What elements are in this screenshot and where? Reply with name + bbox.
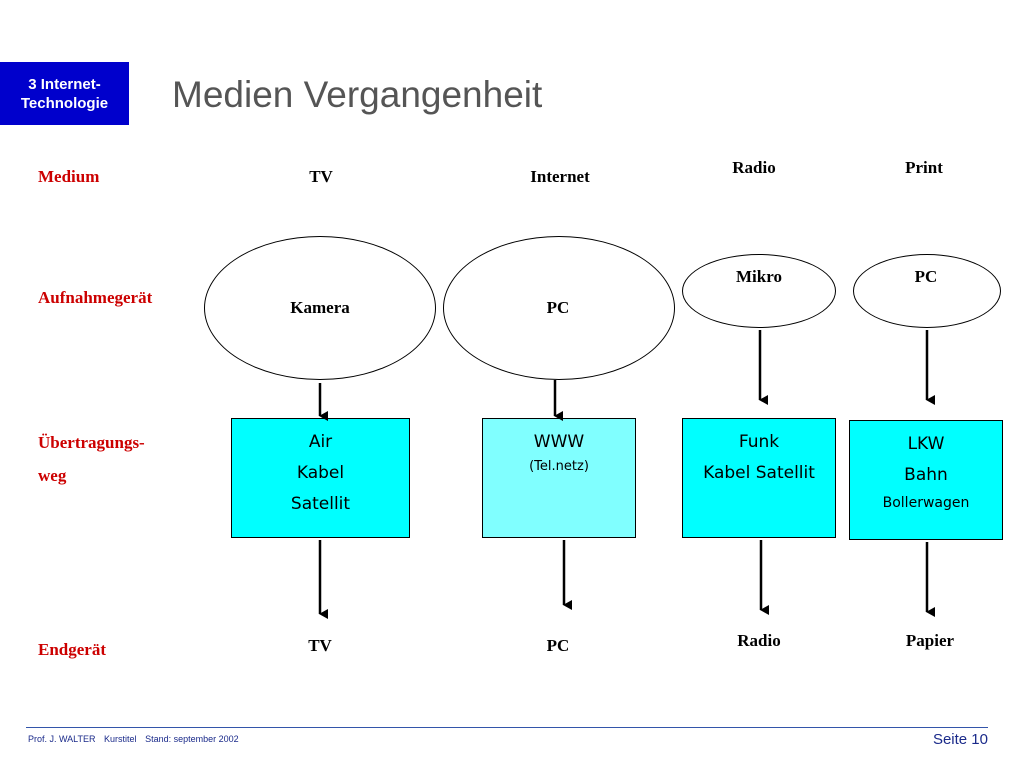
row-label-uebertragungsweg-line2: weg bbox=[38, 466, 67, 485]
footer-date: Stand: september 2002 bbox=[145, 734, 239, 744]
endpoint-radio: Radio bbox=[737, 631, 781, 650]
footer-info: Prof. J. WALTER Kurstitel Stand: septemb… bbox=[28, 734, 245, 744]
footer-divider bbox=[26, 727, 988, 728]
channel-box-print: LKW Bahn Bollerwagen bbox=[849, 420, 1003, 540]
channel-item: Satellit bbox=[290, 494, 351, 514]
device-node-pc-print bbox=[853, 254, 1001, 328]
endpoint-papier: Papier bbox=[905, 631, 955, 650]
row-label-uebertragungsweg-line1: Übertragungs- bbox=[38, 433, 145, 452]
device-node-mikro bbox=[682, 254, 836, 328]
device-node-kamera bbox=[204, 236, 436, 380]
section-badge: 3 Internet- Technologie bbox=[0, 62, 129, 125]
channel-item: WWW bbox=[533, 432, 585, 452]
row-label-medium: Medium bbox=[38, 167, 100, 186]
channel-note: (Tel.netz) bbox=[529, 459, 589, 474]
row-label-endgeraet: Endgerät bbox=[38, 640, 106, 659]
channel-item: Funk bbox=[738, 432, 780, 452]
section-badge-line2: Technologie bbox=[20, 94, 109, 112]
channel-item: Kabel bbox=[296, 463, 345, 483]
channel-item: LKW bbox=[907, 434, 945, 454]
slide-title: Medien Vergangenheit bbox=[172, 74, 543, 115]
channel-box-tv: Air Kabel Satellit bbox=[231, 418, 410, 538]
channel-item: Air bbox=[308, 432, 333, 452]
device-node-pc-internet-label: PC bbox=[546, 298, 570, 317]
footer-course: Kurstitel bbox=[104, 734, 137, 744]
endpoint-tv: TV bbox=[308, 636, 332, 655]
column-header-internet: Internet bbox=[530, 167, 590, 186]
channel-box-internet: WWW (Tel.netz) bbox=[482, 418, 636, 538]
endpoint-pc: PC bbox=[546, 636, 570, 655]
channel-note: Bollerwagen bbox=[882, 495, 970, 511]
row-label-aufnahmegeraet: Aufnahmegerät bbox=[38, 288, 153, 307]
footer-author: Prof. J. WALTER bbox=[28, 734, 96, 744]
channel-box-radio: Funk Kabel Satellit bbox=[682, 418, 836, 538]
channel-item: Kabel Satellit bbox=[703, 463, 815, 483]
column-header-radio: Radio bbox=[732, 158, 776, 177]
device-node-pc-internet bbox=[443, 236, 675, 380]
section-badge-line1: 3 Internet- bbox=[28, 75, 101, 93]
device-node-pc-print-label: PC bbox=[914, 267, 938, 286]
device-node-kamera-label: Kamera bbox=[290, 298, 350, 317]
device-node-mikro-label: Mikro bbox=[736, 267, 782, 286]
channel-item: Bahn bbox=[904, 465, 948, 485]
column-header-tv: TV bbox=[309, 167, 333, 186]
column-header-print: Print bbox=[905, 158, 943, 177]
page-number: Seite 10 bbox=[932, 731, 988, 748]
